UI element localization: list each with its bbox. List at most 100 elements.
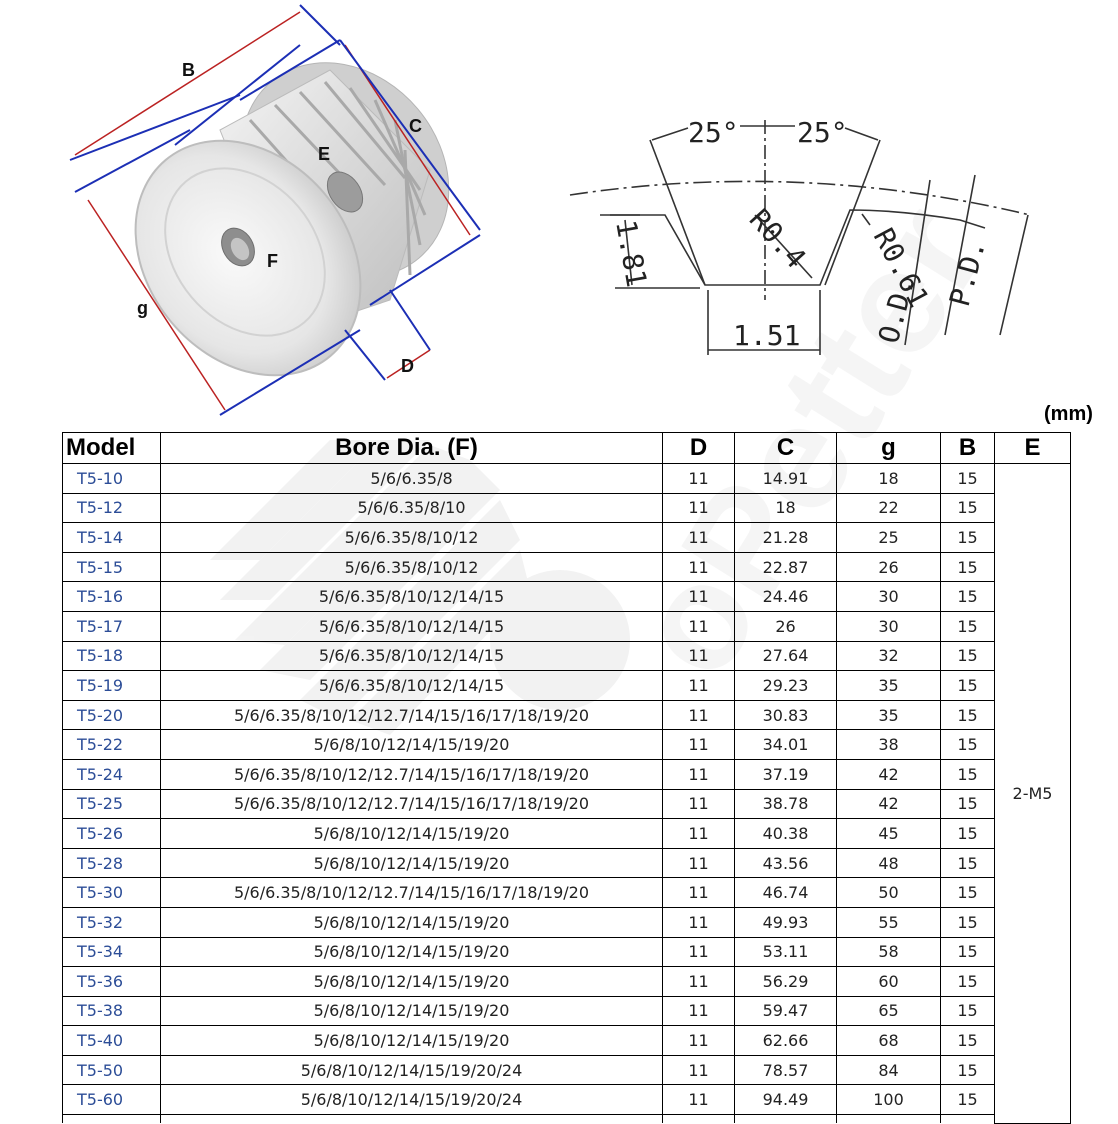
pitch-dia-label: P.D. — [943, 236, 992, 310]
cell-bore: 5/6/6.35/8/10 — [160, 492, 663, 524]
cell-g: 30 — [836, 581, 941, 612]
cell-c: 34.01 — [734, 729, 837, 760]
cell-bore: 5/6/8/10/12/14/15/19/20/24 — [160, 1054, 663, 1086]
cell-d: 11 — [662, 670, 735, 701]
header-b: B — [940, 432, 995, 464]
cell-b: 15 — [940, 522, 995, 553]
cell-b: 15 — [940, 847, 995, 879]
cell-g: 18 — [836, 463, 941, 494]
cell-b: 15 — [940, 1054, 995, 1086]
cell-b: 15 — [940, 463, 995, 494]
cell-b: 15 — [940, 729, 995, 760]
filler-cell — [734, 1114, 837, 1124]
filler-cell — [62, 1114, 161, 1124]
cell-bore: 5/6/8/10/12/14/15/19/20 — [160, 966, 663, 997]
cell-bore: 5/6/6.35/8/10/12/12.7/14/15/16/17/18/19/… — [160, 877, 663, 908]
cell-g: 25 — [836, 522, 941, 553]
cell-d: 11 — [662, 936, 735, 968]
cell-model: T5-22 — [62, 729, 161, 760]
cell-bore: 5/6/6.35/8/10/12/14/15 — [160, 581, 663, 612]
cell-g: 42 — [836, 758, 941, 790]
cell-model: T5-38 — [62, 995, 161, 1027]
cell-model: T5-20 — [62, 699, 161, 731]
angle-left-label: 25° — [688, 116, 739, 149]
cell-model: T5-18 — [62, 640, 161, 672]
cell-bore: 5/6/8/10/12/14/15/19/20 — [160, 818, 663, 849]
filler-cell — [160, 1114, 663, 1124]
cell-g: 65 — [836, 995, 941, 1027]
cell-model: T5-60 — [62, 1084, 161, 1116]
cell-d: 11 — [662, 1025, 735, 1056]
unit-label: (mm) — [1044, 403, 1093, 425]
cell-bore: 5/6/6.35/8/10/12/14/15 — [160, 640, 663, 672]
cell-model: T5-26 — [62, 818, 161, 849]
cell-c: 21.28 — [734, 522, 837, 553]
cell-b: 15 — [940, 492, 995, 524]
cell-bore: 5/6/6.35/8/10/12/14/15 — [160, 670, 663, 701]
label-c: C — [409, 116, 422, 136]
filler-cell — [940, 1114, 995, 1124]
cell-bore: 5/6/8/10/12/14/15/19/20 — [160, 995, 663, 1027]
cell-c: 22.87 — [734, 551, 837, 583]
cell-d: 11 — [662, 729, 735, 760]
cell-g: 68 — [836, 1025, 941, 1056]
cell-c: 59.47 — [734, 995, 837, 1027]
cell-b: 15 — [940, 581, 995, 612]
cell-model: T5-17 — [62, 610, 161, 642]
cell-d: 11 — [662, 847, 735, 879]
cell-c: 37.19 — [734, 758, 837, 790]
filler-cell — [662, 1114, 735, 1124]
cell-model: T5-16 — [62, 581, 161, 612]
cell-g: 42 — [836, 788, 941, 820]
cell-c: 27.64 — [734, 640, 837, 672]
header-model: Model — [62, 432, 161, 464]
cell-d: 11 — [662, 492, 735, 524]
cell-d: 11 — [662, 551, 735, 583]
cell-c: 49.93 — [734, 906, 837, 938]
cell-g: 100 — [836, 1084, 941, 1116]
cell-model: T5-40 — [62, 1025, 161, 1056]
cell-g: 26 — [836, 551, 941, 583]
cell-bore: 5/6/6.35/8/10/12 — [160, 522, 663, 553]
header-e: E — [994, 432, 1071, 464]
cell-model: T5-10 — [62, 463, 161, 494]
cell-d: 11 — [662, 522, 735, 553]
label-b: B — [182, 60, 195, 80]
cell-bore: 5/6/6.35/8/10/12/12.7/14/15/16/17/18/19/… — [160, 699, 663, 731]
cell-model: T5-14 — [62, 522, 161, 553]
tooth-profile-drawing — [569, 120, 1031, 355]
cell-model: T5-19 — [62, 670, 161, 701]
cell-bore: 5/6/8/10/12/14/15/19/20 — [160, 906, 663, 938]
tooth-height-label: 1.81 — [609, 217, 653, 289]
cell-c: 53.11 — [734, 936, 837, 968]
header-bore: Bore Dia. (F) — [160, 432, 663, 464]
cell-c: 46.74 — [734, 877, 837, 908]
cell-b: 15 — [940, 1084, 995, 1116]
cell-d: 11 — [662, 610, 735, 642]
cell-b: 15 — [940, 936, 995, 968]
cell-b: 15 — [940, 788, 995, 820]
cell-model: T5-34 — [62, 936, 161, 968]
cell-d: 11 — [662, 906, 735, 938]
cell-c: 38.78 — [734, 788, 837, 820]
cell-b: 15 — [940, 670, 995, 701]
cell-b: 15 — [940, 818, 995, 849]
cell-g: 32 — [836, 640, 941, 672]
cell-b: 15 — [940, 995, 995, 1027]
cell-d: 11 — [662, 1054, 735, 1086]
cell-g: 84 — [836, 1054, 941, 1086]
header-g: g — [836, 432, 941, 464]
cell-g: 35 — [836, 699, 941, 731]
label-e: E — [318, 144, 330, 164]
cell-bore: 5/6/6.35/8 — [160, 463, 663, 494]
root-radius-label: R0.4 — [743, 203, 813, 275]
